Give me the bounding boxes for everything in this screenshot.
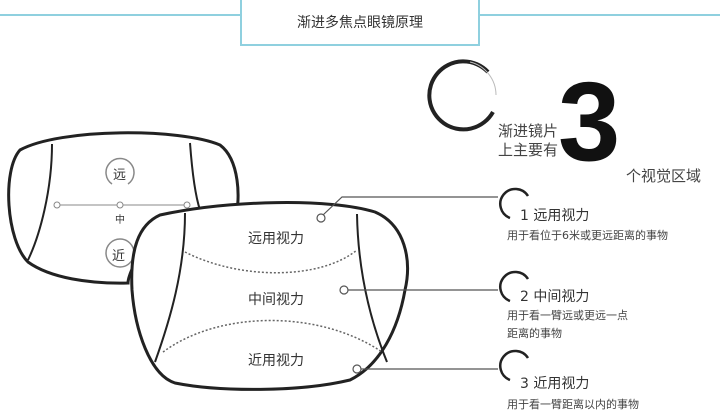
summary-line-2: 上主要有	[498, 141, 559, 159]
front-lens	[130, 201, 409, 391]
back-lens-far-label: 远	[113, 168, 127, 183]
front-lens-far-label: 远用视力	[248, 231, 304, 247]
callout-1-heading: 1 远用视力	[520, 208, 590, 224]
page-title: 渐进多焦点眼镜原理	[240, 0, 480, 46]
page-title-text: 渐进多焦点眼镜原理	[297, 15, 423, 31]
callout-3-heading: 3 近用视力	[520, 376, 590, 392]
callout-2-heading: 2 中间视力	[520, 289, 590, 305]
callout-3-arc-icon	[499, 349, 530, 382]
callout-2-desc-line-1: 用于看一臂远或更远一点	[507, 309, 628, 322]
summary-arc-icon	[427, 59, 495, 132]
summary-suffix: 个视觉区域	[626, 167, 702, 185]
back-lens-near-label: 近	[112, 249, 126, 264]
callout-2-arc-icon	[499, 270, 530, 303]
front-lens-mid-label: 中间视力	[248, 292, 304, 308]
callout-1-arc-icon	[499, 187, 530, 220]
callout-1-desc: 用于看位于6米或更远距离的事物	[507, 229, 668, 242]
front-lens-near-label: 近用视力	[248, 353, 304, 369]
callout-2-desc-line-2: 距离的事物	[507, 327, 562, 340]
back-lens	[7, 131, 240, 285]
summary-arc-highlight	[469, 61, 497, 96]
callout-connectors	[316, 196, 498, 374]
summary-number: 3	[558, 59, 621, 184]
back-lens-mid-label: 中	[115, 215, 125, 226]
callout-3-desc: 用于看一臂距离以内的事物	[507, 398, 639, 411]
summary-line-1: 渐进镜片	[498, 122, 559, 140]
